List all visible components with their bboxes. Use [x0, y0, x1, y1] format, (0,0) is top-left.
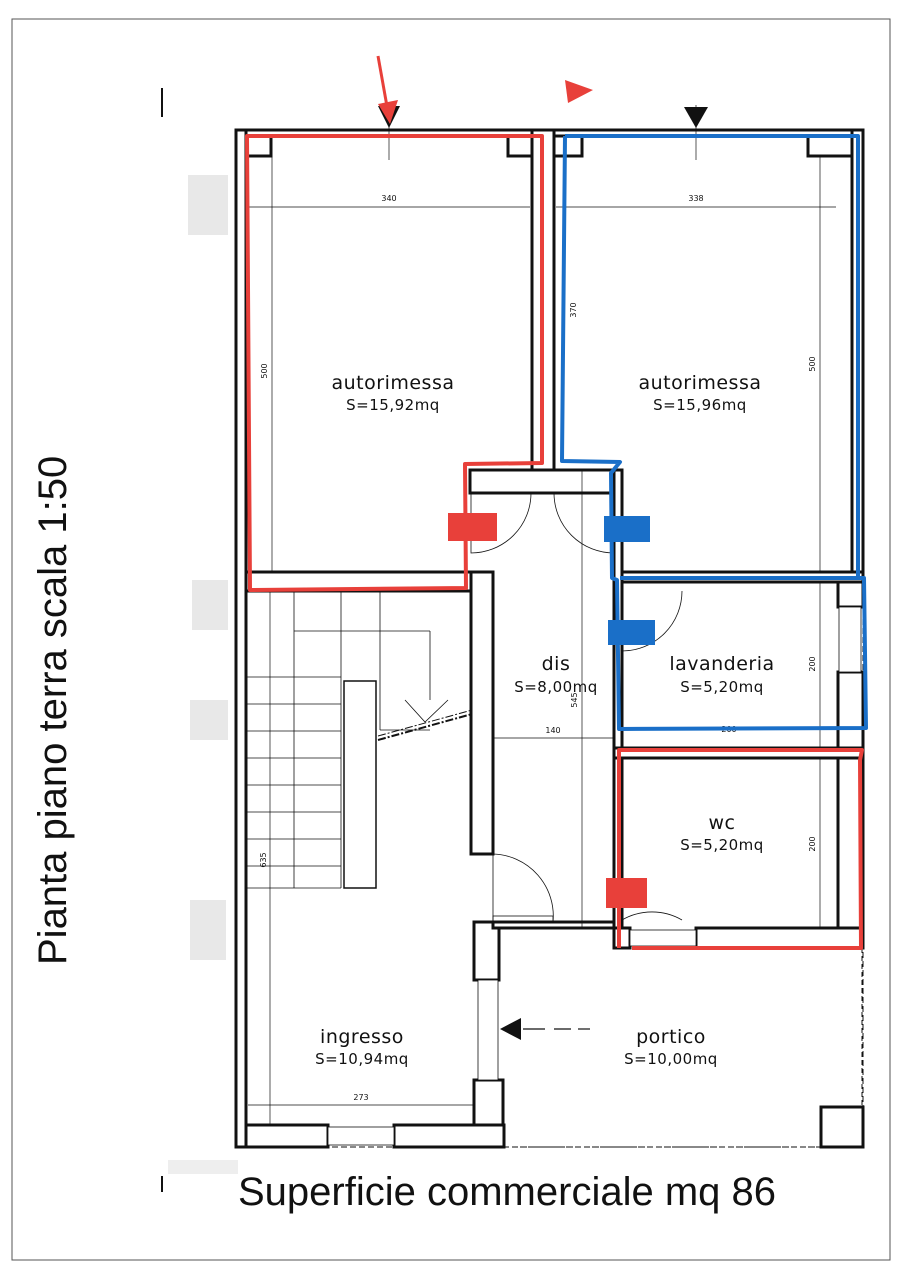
porch-area: S=10,00mq: [624, 1050, 718, 1068]
section-marker-right-icon: [684, 107, 708, 128]
red-flag-icon: [565, 80, 593, 103]
dim-garage-left-depth: 500: [260, 363, 269, 378]
room-labels: autorimessa S=15,92mq autorimessa S=15,9…: [315, 372, 774, 1068]
wc-name: wc: [709, 812, 736, 834]
entrance-window: [327, 1126, 395, 1146]
dim-hall-width: 140: [545, 726, 560, 735]
dim-garage-left-width: 340: [381, 194, 396, 203]
garage-left-name: autorimessa: [332, 372, 455, 394]
dim-laundry-depth: 200: [808, 656, 817, 671]
doors: [470, 492, 862, 1081]
entrance-arrow-icon: [500, 1018, 590, 1040]
hall-name: dis: [542, 653, 571, 675]
dim-garage-right-inner: 370: [569, 302, 578, 317]
scan-smudges: [188, 175, 228, 960]
dim-garage-right-width: 338: [688, 194, 703, 203]
blue-markup-outline: [560, 134, 868, 731]
garage-right-area: S=15,96mq: [653, 396, 747, 414]
dim-stair-depth: 635: [259, 852, 268, 867]
staircase: [246, 591, 473, 889]
laundry-name: lavanderia: [669, 653, 774, 675]
entrance-name: ingresso: [320, 1026, 404, 1048]
sheet-title: Pianta piano terra scala 1:50: [31, 456, 75, 965]
porch-name: portico: [636, 1026, 706, 1048]
blue-tag-laundry: [608, 620, 655, 645]
garage-right-name: autorimessa: [639, 372, 762, 394]
red-tag-left: [448, 513, 497, 541]
red-markup-outline: [245, 134, 864, 950]
hall-area: S=8,00mq: [514, 678, 598, 696]
dim-wc-depth: 200: [808, 836, 817, 851]
sheet-border: [11, 18, 891, 1261]
footer-smudge: [168, 1160, 238, 1174]
garage-left-area: S=15,92mq: [346, 396, 440, 414]
dim-garage-right-depth: 500: [808, 356, 817, 371]
entrance-area: S=10,94mq: [315, 1050, 409, 1068]
red-tag-wc: [606, 878, 647, 908]
dim-hall-depth: 545: [570, 692, 579, 707]
footer-commercial-area: Superficie commerciale mq 86: [238, 1170, 776, 1214]
section-markers: [376, 55, 708, 128]
walls: [234, 128, 865, 1149]
red-arrow-icon: [378, 100, 398, 124]
wc-area: S=5,20mq: [680, 836, 764, 854]
blue-tag-garage: [604, 516, 650, 542]
laundry-area: S=5,20mq: [680, 678, 764, 696]
dim-entrance-width: 273: [353, 1093, 368, 1102]
